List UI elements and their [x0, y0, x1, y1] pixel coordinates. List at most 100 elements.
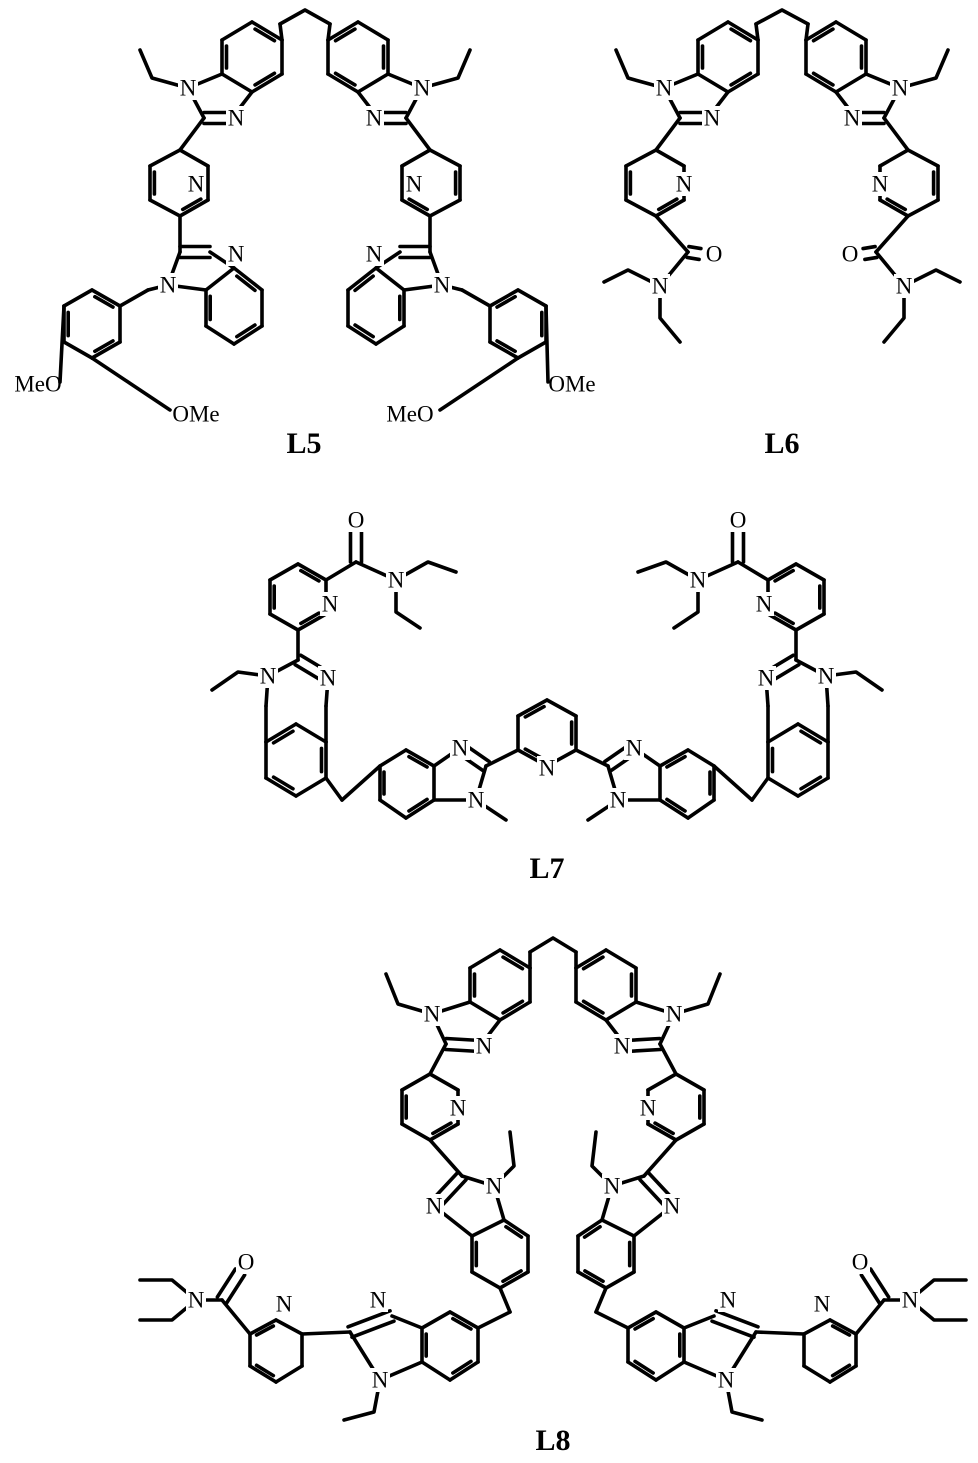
oxygen-atom: O	[842, 242, 859, 267]
label-L5: L5	[286, 427, 321, 460]
bond-line	[646, 1072, 678, 1092]
bond-line	[576, 1270, 608, 1290]
bond-line	[633, 1359, 655, 1375]
atom-mask	[608, 788, 628, 812]
bond-line	[333, 27, 357, 43]
atom-mask	[812, 1292, 832, 1316]
nitrogen-atom: N	[652, 274, 669, 299]
bond-line	[254, 1324, 276, 1337]
atom-mask	[450, 736, 470, 760]
bond-line	[854, 1298, 886, 1336]
atom-mask	[674, 172, 694, 196]
nitrogen-atom: N	[434, 273, 451, 298]
bond-line	[253, 27, 277, 43]
bond-line	[902, 268, 962, 288]
bond-line	[574, 948, 608, 970]
nitrogen-atom: N	[626, 736, 643, 761]
bond-line	[118, 288, 150, 308]
atom-mask	[346, 508, 366, 532]
atom-mask	[662, 1194, 682, 1218]
bond-line	[428, 1138, 464, 1178]
atom-mask	[704, 242, 724, 266]
bond-line	[766, 612, 798, 632]
bond-line	[438, 356, 520, 412]
nitrogen-atom: N	[372, 1368, 389, 1393]
bond-line	[636, 560, 700, 582]
bond-line	[374, 324, 406, 346]
bond-line	[296, 612, 328, 632]
bond-line	[766, 562, 798, 582]
nitrogen-atom: N	[322, 592, 339, 617]
bond-line	[468, 1000, 502, 1022]
bond-line	[516, 288, 548, 308]
bond-line	[346, 1309, 392, 1329]
oxygen-atom: O	[348, 508, 365, 533]
bond-line	[906, 198, 940, 218]
bond-line	[863, 255, 879, 262]
bond-line	[583, 1269, 605, 1284]
bond-line	[356, 20, 390, 42]
atom-mask	[8, 372, 68, 396]
bond-line	[448, 1310, 480, 1330]
nitrogen-atom: N	[468, 788, 485, 813]
bond-line	[830, 1324, 852, 1337]
bond-line	[834, 20, 868, 42]
bond-line	[428, 198, 462, 218]
bond-line	[712, 764, 754, 802]
bond-line	[861, 244, 877, 251]
bond-line	[674, 1072, 706, 1092]
bond-line	[574, 1000, 608, 1022]
atom-mask	[364, 242, 384, 266]
atom-mask	[158, 273, 178, 297]
bond-line	[495, 339, 517, 354]
atom-mask	[474, 1034, 494, 1058]
bond-line	[178, 116, 206, 152]
bond-line	[665, 754, 687, 769]
bond-line	[653, 1121, 675, 1136]
bond-line	[324, 776, 344, 802]
atom-mask	[754, 592, 774, 616]
bond-line	[326, 20, 360, 42]
bond-line	[250, 20, 284, 42]
bond-line	[604, 1270, 636, 1290]
bond-line	[294, 722, 328, 744]
nitrogen-atom: N	[180, 76, 197, 101]
bond-line	[268, 562, 300, 582]
bond-line	[576, 1218, 604, 1238]
nitrogen-atom: N	[426, 1194, 443, 1219]
atom-mask	[484, 1174, 504, 1198]
nitrogen-atom: N	[228, 242, 245, 267]
bond-line	[180, 197, 203, 212]
bond-line	[178, 148, 210, 168]
bond-line	[404, 748, 436, 768]
nitrogen-atom: N	[388, 568, 405, 593]
bond-line	[248, 1364, 278, 1384]
bond-line	[646, 1122, 678, 1142]
bond-line	[654, 1310, 686, 1330]
atom-mask	[380, 402, 440, 426]
bond-line	[204, 266, 236, 292]
bond-line	[488, 340, 520, 360]
nitrogen-atom: N	[656, 76, 673, 101]
bond-line	[232, 324, 264, 346]
bond-line	[470, 1270, 502, 1290]
bond-line	[658, 1042, 678, 1076]
bond-line	[811, 27, 835, 43]
bond-line	[604, 1000, 638, 1022]
bond-line	[528, 936, 578, 954]
nitrogen-atom: N	[664, 1194, 681, 1219]
bond-line	[581, 999, 605, 1015]
bond-line	[148, 148, 182, 168]
bond-line	[804, 22, 810, 42]
bond-line	[220, 1298, 252, 1336]
atom-mask	[842, 106, 862, 130]
bond-line	[484, 748, 520, 768]
nitrogen-atom: N	[690, 568, 707, 593]
bond-line	[407, 197, 430, 212]
atom-mask	[716, 1368, 736, 1392]
bond-line	[600, 1218, 636, 1238]
bond-line	[178, 198, 210, 218]
bond-line	[794, 612, 826, 632]
bond-line	[278, 22, 284, 42]
bond-line	[394, 560, 458, 582]
